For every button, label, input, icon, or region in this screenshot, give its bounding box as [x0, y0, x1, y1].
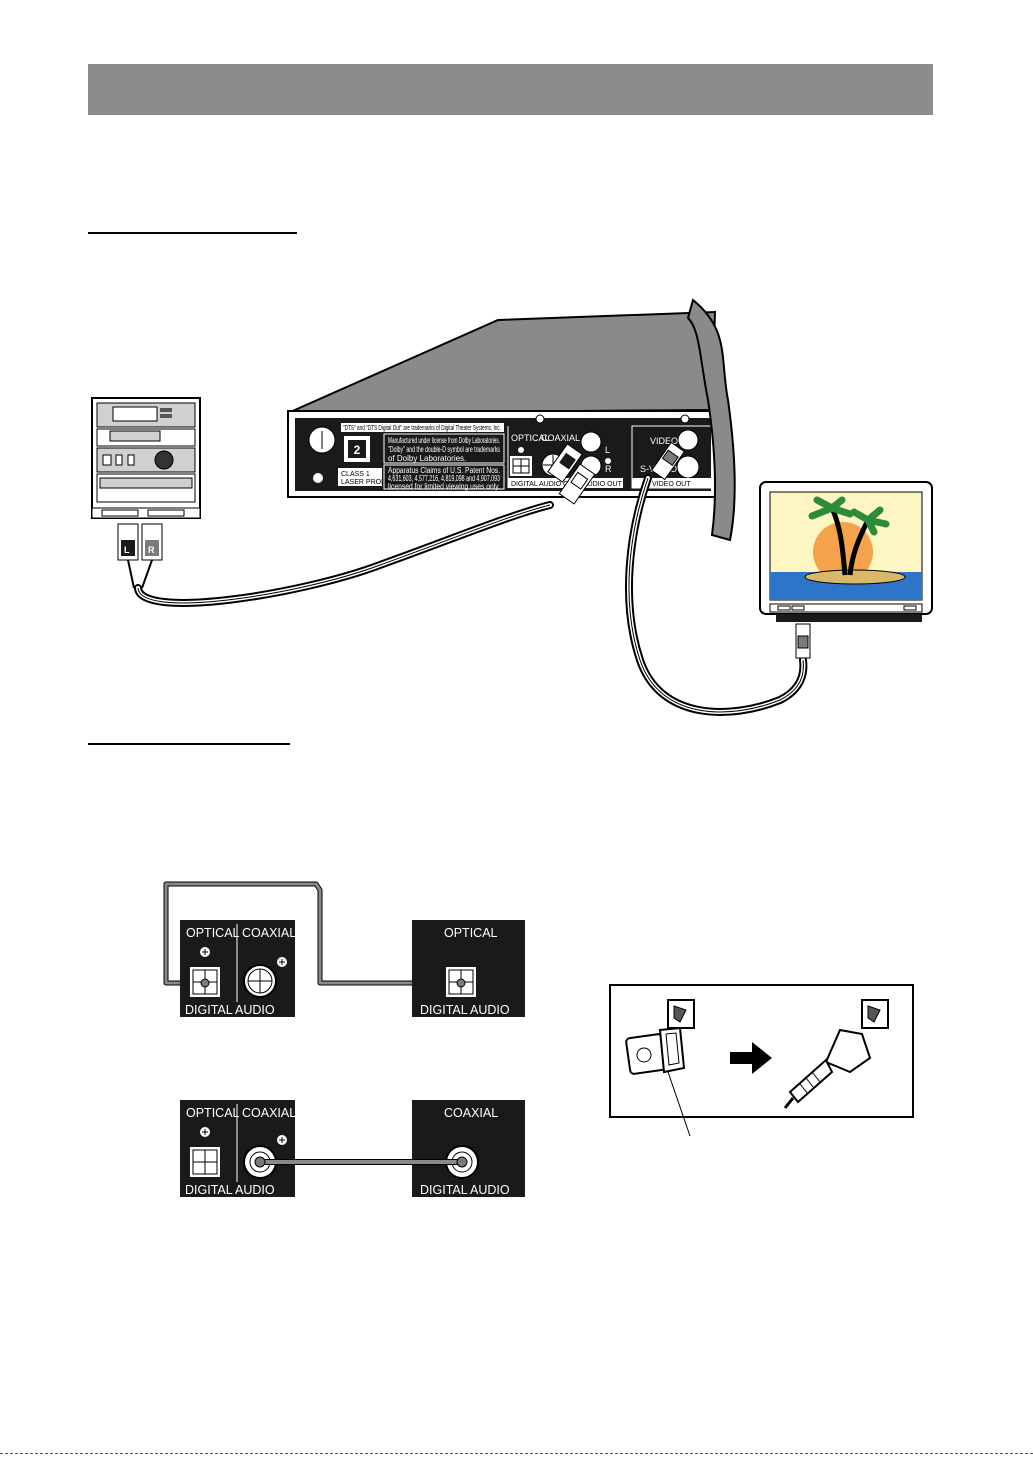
audio-out-right-label: R — [605, 464, 612, 474]
patent-notice-line3: licensed for limited viewing uses only. — [388, 482, 500, 491]
digital-connection-diagrams: OPTICAL COAXIAL DIGITAL AUDIO OPTICAL DI… — [163, 881, 914, 1197]
audio-out-label: AUDIO OUT — [583, 481, 623, 488]
receiver-optical-label: OPTICAL — [444, 926, 498, 940]
receiver-panel-optical: OPTICAL DIGITAL AUDIO — [412, 920, 525, 1017]
laser-class: CLASS 1 — [341, 471, 370, 478]
plug-right-letter: R — [148, 545, 155, 555]
receiver-coaxial-label: COAXIAL — [444, 1106, 498, 1120]
section-header-bar — [88, 64, 933, 115]
stereo-plug-left: L — [117, 523, 139, 589]
section-title-underline — [88, 232, 297, 234]
svg-text:2: 2 — [354, 443, 361, 457]
audio-plug-left — [547, 443, 583, 483]
receiver-digital-audio-label: DIGITAL AUDIO — [420, 1003, 510, 1017]
television — [759, 481, 933, 659]
player-digital-panel-coaxial: OPTICAL COAXIAL DIGITAL AUDIO — [180, 1100, 296, 1197]
video-out-label: VIDEO OUT — [652, 481, 691, 488]
audio-out-left-label: L — [605, 445, 610, 455]
coaxial-jack-label: COAXIAL — [541, 433, 580, 443]
player-digital-audio-label-2: DIGITAL AUDIO — [185, 1183, 275, 1197]
patent-notice-line1: Apparatus Claims of U.S. Patent Nos. — [388, 466, 500, 475]
stereo-system — [91, 397, 201, 519]
video-jack-label: VIDEO — [650, 436, 678, 446]
player-coaxial-label: COAXIAL — [242, 926, 296, 940]
page-bottom-rule — [0, 1453, 1033, 1455]
cutaway-break-band — [686, 298, 736, 542]
player-optical-label-2: OPTICAL — [186, 1106, 240, 1120]
audio-plug-right — [558, 463, 596, 505]
dolby-notice-line2: "Dolby" and the double-D symbol are trad… — [388, 445, 500, 454]
player-digital-panel-optical: OPTICAL COAXIAL DIGITAL AUDIO — [180, 920, 296, 1017]
analog-connection-diagram: "DTS" and "DTS Digital Out" are trademar… — [91, 298, 933, 716]
dts-notice: "DTS" and "DTS Digital Out" are trademar… — [343, 425, 501, 432]
patent-notice-line2: 4,631,603, 4,577,216, 4,819,098 and 4,90… — [388, 474, 500, 483]
section-title-underline — [88, 743, 290, 745]
stereo-plug-right: R — [141, 523, 163, 589]
optical-cap-removal-illustration — [609, 984, 914, 1137]
receiver-digital-audio-label-2: DIGITAL AUDIO — [420, 1183, 510, 1197]
plug-left-letter: L — [124, 545, 130, 555]
receiver-panel-coaxial: COAXIAL DIGITAL AUDIO — [412, 1100, 525, 1197]
video-plug — [650, 441, 686, 481]
player-coaxial-label-2: COAXIAL — [242, 1106, 296, 1120]
dolby-notice-line3: of Dolby Laboratories. — [388, 454, 466, 463]
laser-product: LASER PRODUCT — [341, 479, 401, 486]
player-optical-label: OPTICAL — [186, 926, 240, 940]
optical-jack-label: OPTICAL — [511, 433, 550, 443]
player-digital-audio-label: DIGITAL AUDIO — [185, 1003, 275, 1017]
dolby-notice-line1: Manufactured under license from Dolby La… — [388, 436, 500, 445]
digital-audio-out-label: DIGITAL AUDIO OUT — [511, 481, 579, 488]
